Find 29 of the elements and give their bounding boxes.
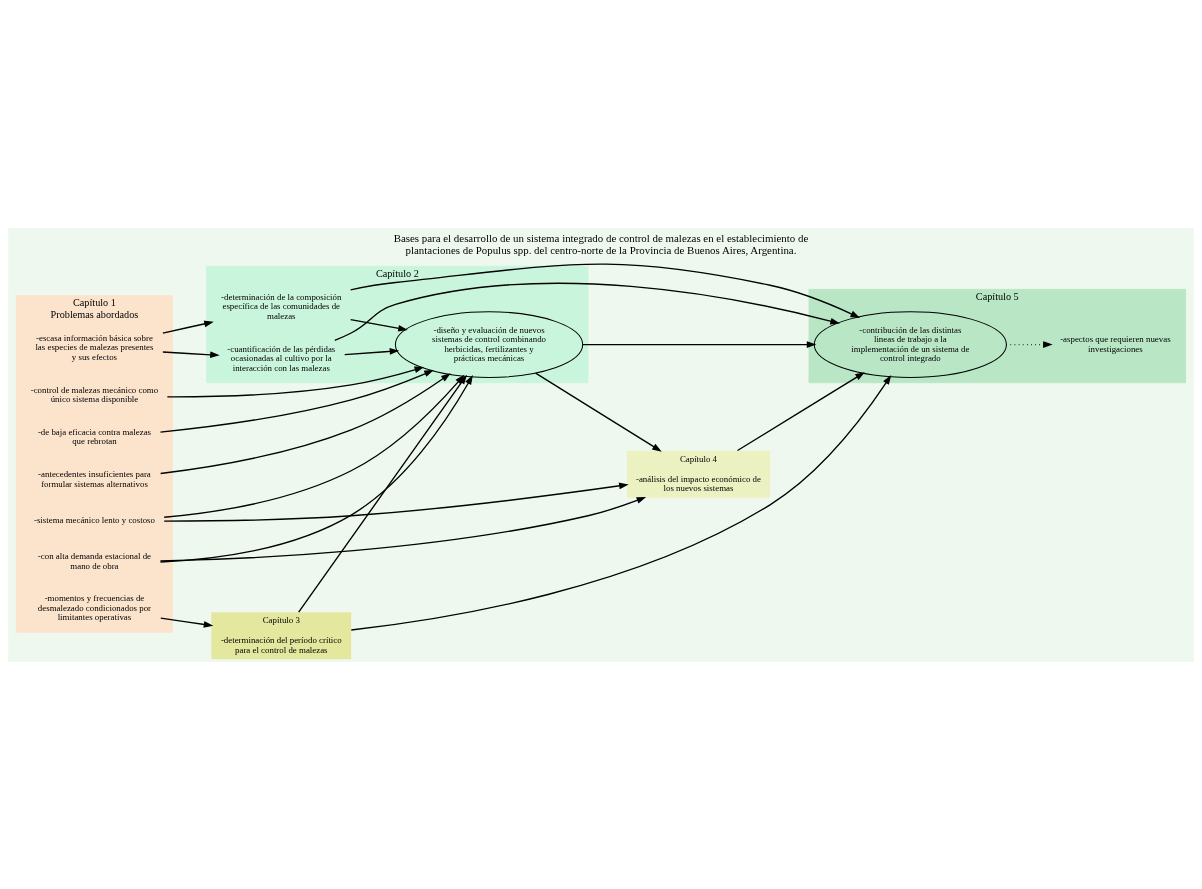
arrow <box>1005 340 1053 348</box>
node-text: -con alta demanda estacional de mano de obra <box>37 550 152 571</box>
arrow <box>344 347 400 355</box>
arrow <box>581 340 817 348</box>
arrow <box>163 482 629 522</box>
node-text: -momentos y frecuencias de desmalezado condicionados por limitantes operativas <box>37 592 152 622</box>
node-text: -cuantificación de las pérdidas ocasionadas al cultivo por la interacción con las malezas <box>227 343 336 373</box>
arrow <box>159 496 647 562</box>
arrow <box>159 369 434 433</box>
diagram-title: Bases para el desarrollo de un sistema integrado de control de malezas en el establecimiento de plantaciones de Populus spp. del centro-norte de la Provincia de Buenos Aires, Argentina. <box>393 231 809 256</box>
node-text: -de baja eficacia contra malezas que rebrotan <box>37 426 152 446</box>
node-text: -control de malezas mecánico como único sistema disponible <box>30 384 159 404</box>
node-text: -determinación de la composición específica de las comunidades de malezas <box>221 291 342 321</box>
arrow <box>736 371 865 451</box>
arrow <box>166 366 425 398</box>
node-text: -sistema mecánico lento y costoso <box>33 514 155 525</box>
node-text: -escasa información básica sobre las especies de malezas presentes y sus efectos <box>35 332 154 362</box>
node-box: Capítulo 3 -determinación del período crítico para el control de malezas <box>211 611 352 659</box>
arrow <box>349 263 861 318</box>
arrow <box>334 282 840 341</box>
arrow <box>350 318 408 332</box>
arrow <box>534 372 662 452</box>
node-box: Capítulo 4 -análisis del impacto económico de los nuevos sistemas <box>626 450 771 498</box>
arrow <box>162 320 214 334</box>
node-text: -aspectos que requieren nuevas investigaciones <box>1060 333 1171 354</box>
node-text: -antecedentes insuficientes para formular sistemas alternativos <box>38 468 151 489</box>
arrow <box>162 350 220 358</box>
arrow <box>159 372 451 474</box>
arrow <box>160 616 214 628</box>
